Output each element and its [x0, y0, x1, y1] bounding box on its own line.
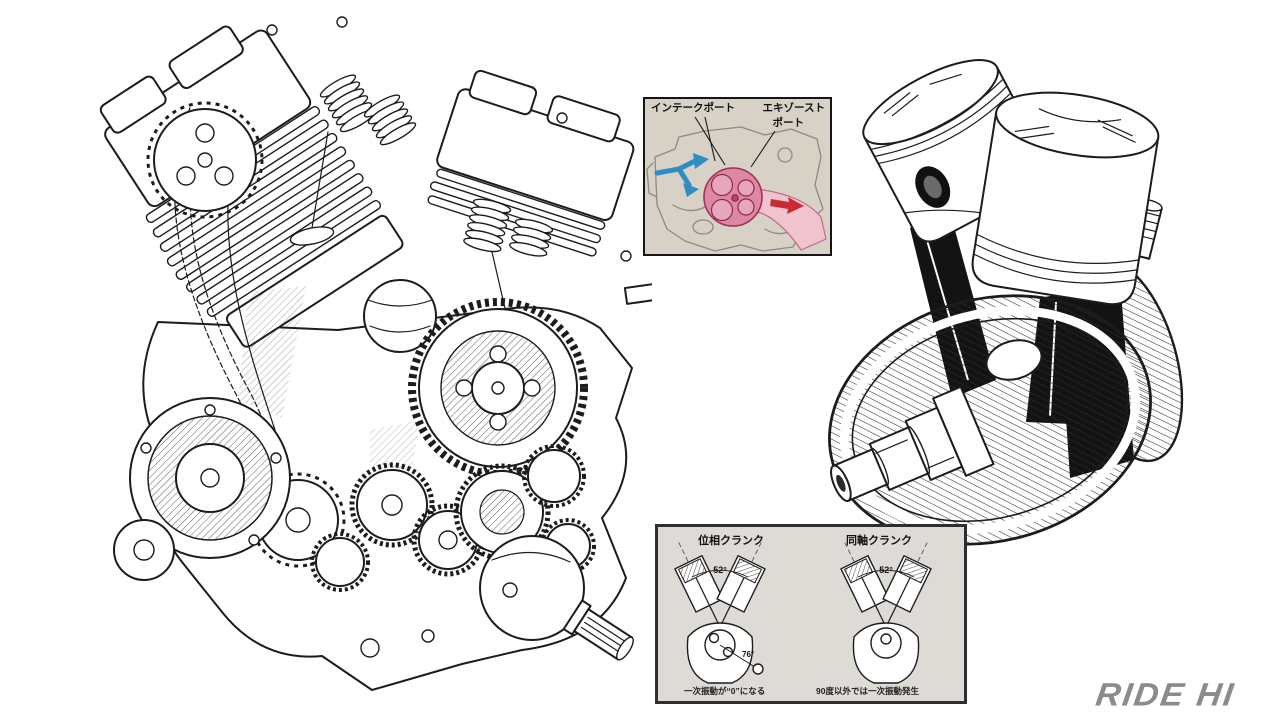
crankshaft-pistons-illustration — [828, 59, 1184, 546]
exhaust-arrow — [770, 197, 804, 214]
common-crank-caption: 90度以外では一次振動発生 — [816, 685, 919, 696]
left-angle-offset-label: 76° — [742, 650, 754, 659]
label-leader-lines — [694, 116, 776, 168]
valve-springs — [319, 74, 554, 257]
phased-crank-caption: 一次振動が“0”になる — [684, 685, 766, 696]
alternator-cover — [113, 397, 291, 581]
crank-diagrams: 52° 76° — [674, 542, 932, 684]
exhaust-port-label: エキゾースト — [762, 102, 825, 114]
exhaust-port-label-2: ポート — [772, 117, 805, 129]
primary-gear — [408, 298, 588, 478]
ports-inset: インテークポート エキゾースト ポート — [643, 97, 832, 256]
phased-crank-diagram: 52° 76° — [674, 542, 766, 684]
ports-diagram — [646, 116, 827, 252]
rear-cylinder-bank — [427, 69, 635, 257]
combustion-chamber — [703, 167, 763, 227]
phased-crank-title: 位相クランク — [698, 535, 764, 547]
gear-cluster — [310, 444, 596, 592]
cam-sprocket — [146, 101, 264, 219]
engine-cutaway-illustration — [99, 16, 652, 691]
common-crank-title: 同軸クランク — [846, 535, 912, 547]
intake-arrow — [654, 153, 709, 197]
crank-main-shaft — [830, 385, 995, 503]
cranks-inset: 52° 76° — [655, 524, 967, 704]
head-section-outline — [646, 126, 824, 252]
right-piston — [971, 91, 1160, 306]
common-pin-crank-diagram: 52° — [840, 542, 932, 684]
right-angle-top-label: 52° — [879, 565, 893, 575]
cut-piston — [363, 279, 437, 353]
ride-hi-watermark: RIDE HI — [1093, 677, 1238, 714]
intake-port-label: インテークポート — [651, 102, 735, 114]
output-shaft — [479, 535, 634, 661]
stub-shaft — [623, 282, 652, 305]
left-angle-top-label: 52° — [713, 565, 727, 575]
